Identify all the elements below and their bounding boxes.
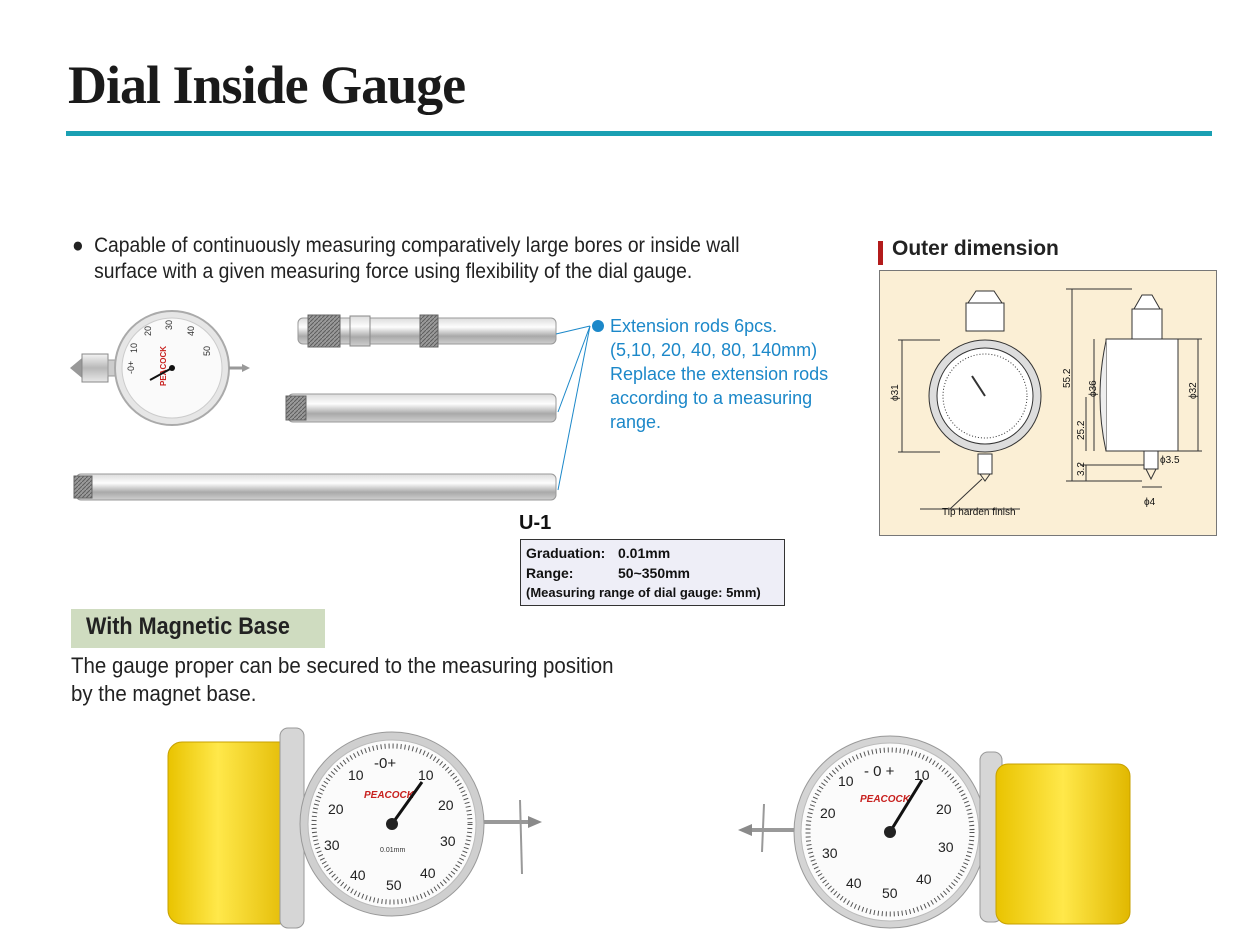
svg-text:30: 30 <box>324 837 340 853</box>
spec-box: Graduation: 0.01mm Range: 50~350mm (Measur… <box>520 539 785 606</box>
dim-h55: 55.2 <box>1062 368 1073 388</box>
dim-d4: ϕ4 <box>1144 497 1156 508</box>
spec-graduation-label: Graduation: <box>526 545 606 561</box>
extension-rods-image <box>73 314 557 501</box>
svg-text:10: 10 <box>914 767 930 783</box>
ext-note-line-4: according to a measuring <box>610 388 813 408</box>
svg-text:40: 40 <box>186 326 196 336</box>
svg-text:50: 50 <box>882 885 898 901</box>
ext-note-line-3: Replace the extension rods <box>610 364 829 384</box>
svg-text:50: 50 <box>202 346 212 356</box>
bullet-icon: ● <box>72 234 84 257</box>
magnetic-gauge-left-image: -0+ 10 10 20 20 30 30 40 40 50 PEACOCK 0… <box>167 727 542 929</box>
spec-graduation-value: 0.01mm <box>618 545 671 561</box>
svg-text:10: 10 <box>348 767 364 783</box>
dial-brand-right: PEACOCK <box>860 794 911 805</box>
svg-text:10: 10 <box>129 343 139 353</box>
brand-text: PEACOCK <box>159 346 168 386</box>
ext-note-line-1: Extension rods 6pcs. <box>610 316 778 336</box>
dial-gauge-image: -0+ 10 20 30 40 50 PEACOCK <box>70 310 250 426</box>
spec-range-value: 50~350mm <box>618 565 691 581</box>
outer-dimension-drawing: ϕ31 55.2 25.2 3.2 ϕ36 ϕ32 ϕ3.5 ϕ4 Tip ha… <box>879 270 1217 536</box>
svg-text:40: 40 <box>350 867 366 883</box>
svg-text:30: 30 <box>164 320 174 330</box>
svg-text:40: 40 <box>420 865 436 881</box>
intro-line-1: Capable of continuously measuring compar… <box>94 234 740 257</box>
dim-tip-note: Tip harden finish <box>942 507 1016 518</box>
dial-unit-left: 0.01mm <box>380 847 405 854</box>
dial-zero-label: -0+ <box>374 755 396 772</box>
svg-text:- 0 +: - 0 + <box>864 763 895 780</box>
svg-text:10: 10 <box>418 767 434 783</box>
extension-note: Extension rods 6pcs. (5,10, 20, 40, 80, … <box>592 314 867 434</box>
dim-d36: ϕ36 <box>1088 380 1099 397</box>
svg-text:40: 40 <box>916 871 932 887</box>
svg-text:20: 20 <box>936 801 952 817</box>
svg-text:20: 20 <box>143 326 153 336</box>
intro-line-2: surface with a given measuring force usi… <box>94 260 693 283</box>
spec-range-label: Range: <box>526 565 574 581</box>
svg-text:30: 30 <box>938 839 954 855</box>
magnetic-base-description: The gauge proper can be secured to the m… <box>71 652 648 708</box>
svg-text:20: 20 <box>328 801 344 817</box>
svg-text:30: 30 <box>822 845 838 861</box>
model-label: U-1 <box>519 512 552 534</box>
ext-note-line-2: (5,10, 20, 40, 80, 140mm) <box>610 340 818 360</box>
bullet-dot-icon <box>592 320 604 332</box>
svg-text:50: 50 <box>386 877 402 893</box>
svg-text:20: 20 <box>438 797 454 813</box>
section-marker <box>878 241 883 265</box>
svg-text:40: 40 <box>846 875 862 891</box>
magnetic-base-heading: With Magnetic Base <box>86 613 290 640</box>
dim-d32: ϕ32 <box>1188 382 1199 399</box>
svg-text:20: 20 <box>820 805 836 821</box>
callout-lines <box>555 325 591 491</box>
dim-h3: 3.2 <box>1076 462 1087 476</box>
magnetic-desc-line-1: The gauge proper can be secured to the m… <box>71 653 614 678</box>
page-title: Dial Inside Gauge <box>68 55 466 115</box>
outer-dimension-heading: Outer dimension <box>892 237 1059 260</box>
intro-text: ● Capable of continuously measuring compa… <box>72 233 799 285</box>
dial-brand-left: PEACOCK <box>364 790 415 801</box>
spec-note: (Measuring range of dial gauge: 5mm) <box>526 585 761 600</box>
svg-text:-0+: -0+ <box>126 361 136 374</box>
dim-d35: ϕ3.5 <box>1160 455 1180 466</box>
svg-text:10: 10 <box>838 773 854 789</box>
magnetic-desc-line-2: by the magnet base. <box>71 681 257 706</box>
dim-h25: 25.2 <box>1076 420 1087 440</box>
dim-d31: ϕ31 <box>890 384 901 401</box>
magnetic-base-header <box>71 609 325 648</box>
title-rule <box>66 131 1212 136</box>
svg-text:30: 30 <box>440 833 456 849</box>
magnetic-gauge-right-image: - 0 + 10 10 20 20 30 30 40 40 50 PEACOCK <box>738 735 1131 929</box>
ext-note-line-5: range. <box>610 412 662 432</box>
